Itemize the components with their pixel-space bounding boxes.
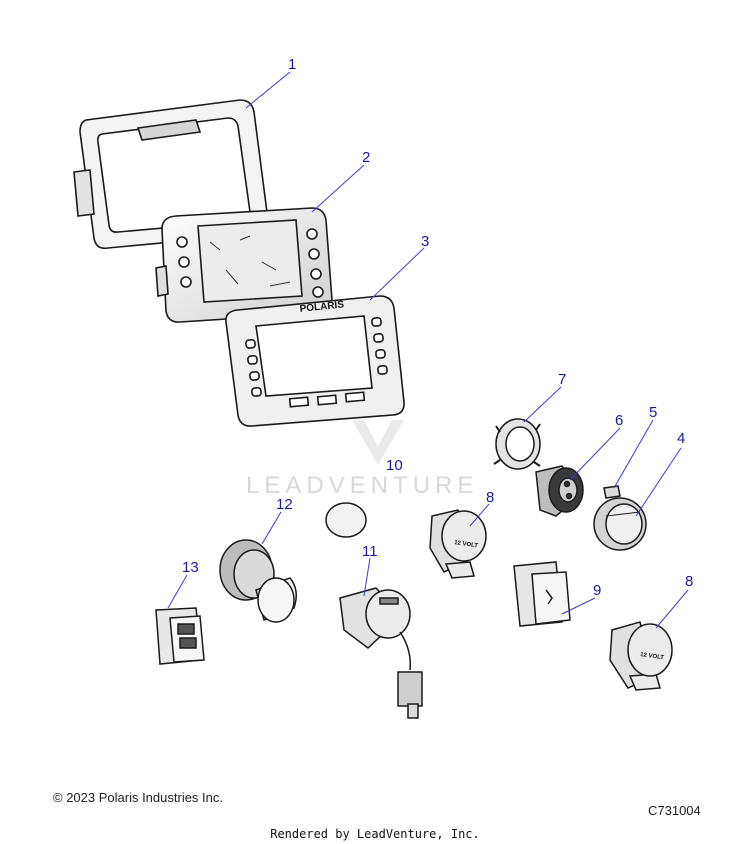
part-10-cap[interactable] <box>325 502 367 538</box>
leader-lines <box>167 71 689 629</box>
part-6-power-socket[interactable] <box>535 465 584 517</box>
part-9-switch[interactable] <box>513 561 571 627</box>
callout-9[interactable]: 9 <box>593 582 602 599</box>
part-1-bezel-frame[interactable] <box>73 99 270 250</box>
part-12-ignition-switch[interactable] <box>219 539 297 623</box>
12-volt-label-lower: 12 VOLT <box>640 652 665 661</box>
copyright-notice: © 2023 Polaris Industries Inc. <box>53 790 223 805</box>
figure-code: C731004 <box>648 803 701 818</box>
callout-1[interactable]: 1 <box>288 56 297 73</box>
callout-11[interactable]: 11 <box>362 543 378 560</box>
callout-8-lower[interactable]: 8 <box>685 573 694 590</box>
12-volt-label-upper: 12 VOLT <box>454 540 479 549</box>
watermark-text: LEADVENTURE <box>246 472 479 499</box>
callout-5[interactable]: 5 <box>649 404 658 421</box>
rendered-by-credit: Rendered by LeadVenture, Inc. <box>270 827 480 841</box>
part-11-usb-socket[interactable] <box>339 587 423 719</box>
polaris-brand-label: POLARIS <box>299 299 345 315</box>
part-4-5-socket-cap[interactable] <box>593 485 647 551</box>
callout-3[interactable]: 3 <box>421 233 430 250</box>
watermark-logo-icon <box>352 420 404 465</box>
part-7-retaining-nut[interactable] <box>493 418 541 470</box>
callout-12[interactable]: 12 <box>276 496 293 513</box>
callout-13[interactable]: 13 <box>182 559 199 576</box>
callout-2[interactable]: 2 <box>362 149 371 166</box>
part-2-display-unit[interactable] <box>155 207 333 323</box>
callout-4[interactable]: 4 <box>677 430 686 447</box>
part-3-front-bezel[interactable] <box>225 295 405 427</box>
part-13-rocker-switch[interactable] <box>155 607 205 665</box>
part-8-12v-socket-upper[interactable] <box>429 509 487 579</box>
part-8-12v-socket-lower[interactable] <box>609 621 673 691</box>
callout-6[interactable]: 6 <box>615 412 624 429</box>
callout-10[interactable]: 10 <box>386 457 403 474</box>
callout-8-upper[interactable]: 8 <box>486 489 495 506</box>
callout-7[interactable]: 7 <box>558 371 567 388</box>
